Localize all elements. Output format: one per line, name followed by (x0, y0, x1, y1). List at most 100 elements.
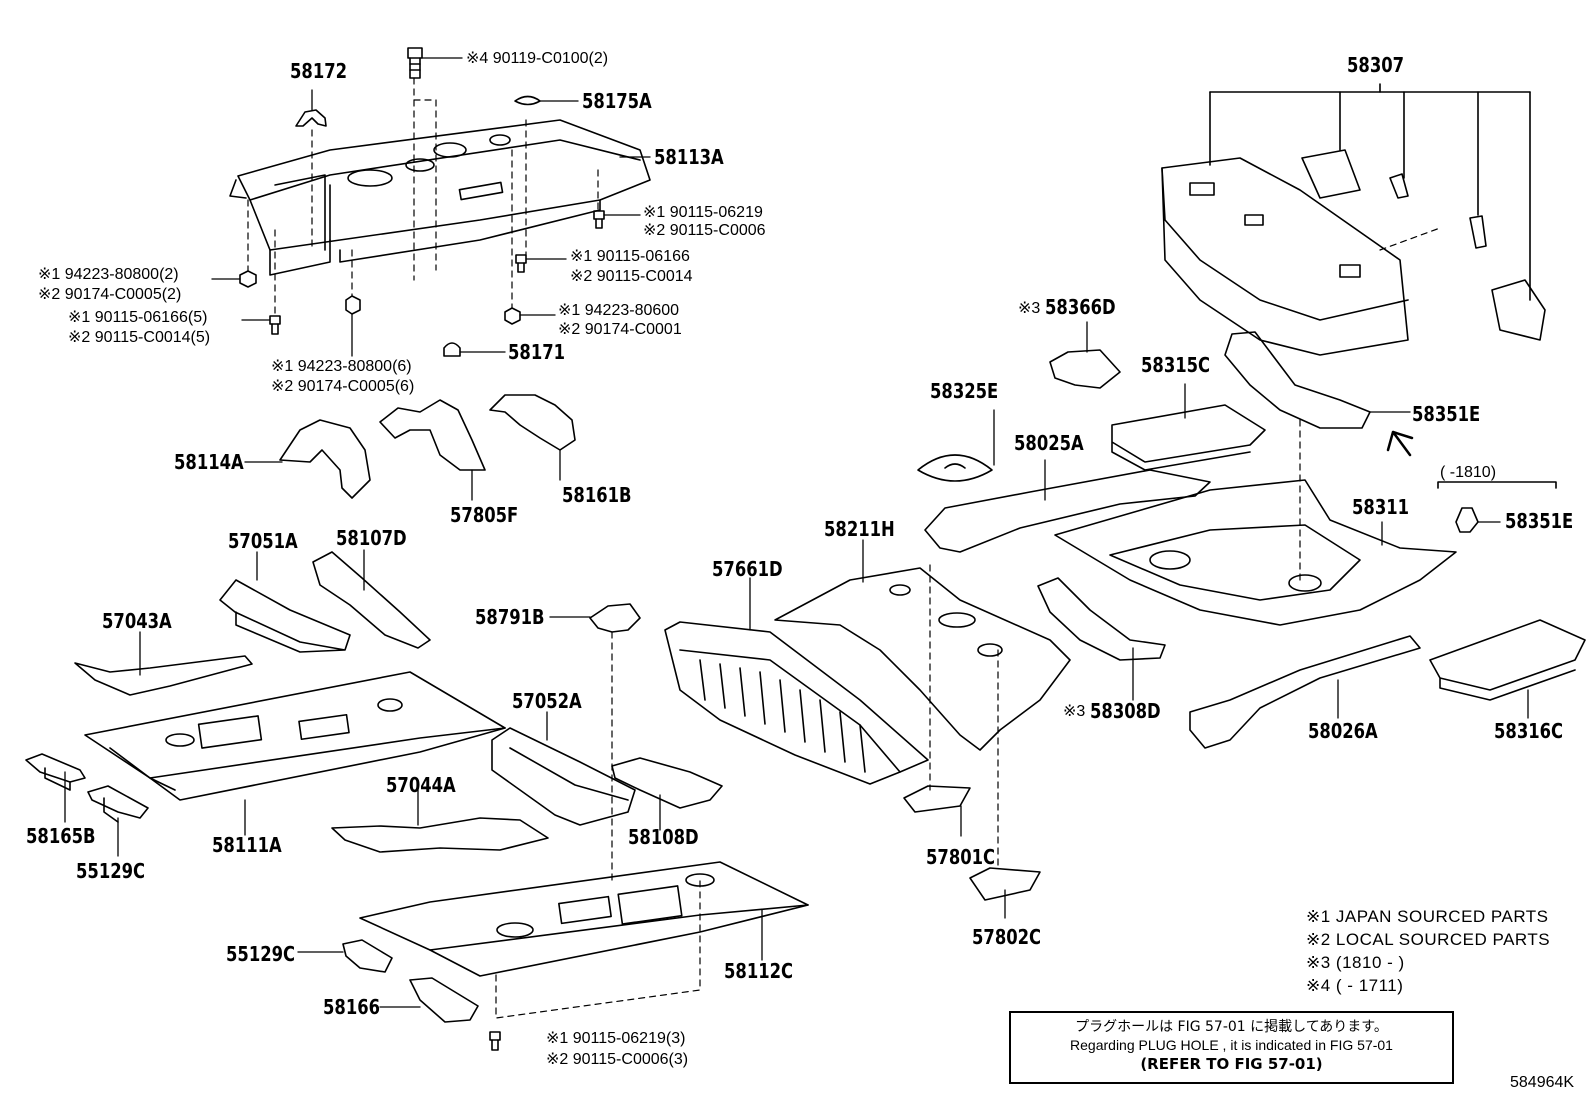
legend-item-1: ※1 JAPAN SOURCED PARTS (1306, 907, 1549, 926)
note-line-japanese: プラグホールは FIG 57-01 に掲載してあります。 (1075, 1019, 1388, 1035)
part-58366D-shape (1049, 349, 1121, 389)
part-57801C-shape (903, 785, 971, 813)
view-arrow-icon (1386, 430, 1414, 457)
part-55129C-left-shape (87, 785, 149, 823)
note-line-refer: (REFER TO FIG 57-01) (1140, 1055, 1323, 1073)
label-58308D: 58308D (1090, 699, 1161, 723)
callout-94223-80600: ※1 94223-80600 (558, 302, 680, 319)
part-58107D-shape (312, 551, 431, 649)
label-58026A: 58026A (1308, 719, 1378, 743)
label-57805F: 57805F (450, 503, 519, 527)
reference-note-box: プラグホールは FIG 57-01 に掲載してあります。 Regarding P… (1009, 1011, 1454, 1084)
note-line-english: Regarding PLUG HOLE , it is indicated in… (1070, 1037, 1393, 1053)
part-58161B-shape (489, 394, 576, 451)
callout-94223-80800-6: ※1 94223-80800(6) (271, 358, 412, 375)
leader-58307 (1209, 83, 1531, 301)
label-58307: 58307 (1347, 53, 1405, 77)
range-bracket (1437, 481, 1557, 489)
part-58026A-shape (1189, 635, 1421, 749)
callout-90115-C0006-3: ※2 90115-C0006(3) (546, 1051, 689, 1068)
label-58025A: 58025A (1014, 431, 1084, 455)
callout-90174-C0005-2: ※2 90174-C0005(2) (38, 286, 182, 303)
label-58111A: 58111A (212, 833, 282, 857)
label-58175A: 58175A (582, 89, 652, 113)
callout-94223-80800-2: ※1 94223-80800(2) (38, 266, 179, 283)
part-58351E-lower-shape (1455, 507, 1479, 533)
part-58113A-shape (229, 119, 651, 276)
label-58311: 58311 (1352, 495, 1410, 519)
label-58791B: 58791B (475, 605, 545, 629)
part-58211H-shape (774, 567, 1071, 751)
label-range-1810: ( -1810) (1440, 464, 1497, 481)
nut-shapes (239, 210, 605, 1051)
label-55129C-lower: 55129C (226, 942, 296, 966)
part-58791B-shape (589, 603, 641, 633)
part-57043A-shape (74, 655, 253, 696)
part-58311-shape (1054, 479, 1457, 626)
legend-item-2: ※2 LOCAL SOURCED PARTS (1306, 930, 1551, 949)
label-mark3-58366D: ※3 (1018, 300, 1041, 317)
label-58315C: 58315C (1141, 353, 1211, 377)
part-58308D-shape (1037, 577, 1166, 661)
label-55129C: 55129C (76, 859, 146, 883)
figure-id: 584964K (1510, 1074, 1575, 1091)
part-57805F-shape (379, 399, 486, 471)
part-58165B-shape (25, 753, 86, 791)
part-58114A-shape (279, 419, 371, 499)
label-57802C: 57802C (972, 925, 1042, 949)
label-58325E: 58325E (930, 379, 999, 403)
part-58315C-shape (1111, 404, 1266, 471)
part-58166-shape (409, 977, 479, 1023)
legend-item-4: ※4 ( - 1711) (1306, 976, 1404, 995)
part-58325E-shape (917, 454, 993, 482)
callout-90115-C0006: ※2 90115-C0006 (643, 222, 766, 239)
dashed-lines (247, 77, 1441, 1019)
part-58111A-shape (84, 671, 506, 801)
part-58025A-shape (924, 469, 1211, 553)
label-58161B: 58161B (562, 483, 632, 507)
callout-90119-C0100: ※4 90119-C0100(2) (466, 50, 609, 67)
callout-90115-06166-5: ※1 90115-06166(5) (68, 309, 208, 326)
label-mark3-58308D: ※3 (1063, 703, 1086, 720)
label-58166: 58166 (323, 995, 381, 1019)
label-57801C: 57801C (926, 845, 996, 869)
part-57051A-shape (219, 579, 351, 653)
label-58172: 58172 (290, 59, 348, 83)
callout-90115-06166: ※1 90115-06166 (570, 248, 690, 265)
part-58108D-shape (611, 757, 723, 809)
label-57052A: 57052A (512, 689, 582, 713)
label-58366D: 58366D (1045, 295, 1116, 319)
callout-90174-C0005-6: ※2 90174-C0005(6) (271, 378, 415, 395)
part-57802C-shape (969, 867, 1041, 901)
label-57051A: 57051A (228, 529, 298, 553)
label-58211H: 58211H (824, 517, 895, 541)
label-57043A: 57043A (102, 609, 172, 633)
label-58113A: 58113A (654, 145, 724, 169)
part-57661D-shape (664, 621, 929, 785)
callout-90115-06219: ※1 90115-06219 (643, 204, 763, 221)
label-57661D: 57661D (712, 557, 783, 581)
part-58172-shape (295, 109, 327, 127)
callout-90115-C0014-5: ※2 90115-C0014(5) (68, 329, 211, 346)
callout-90115-06219-3: ※1 90115-06219(3) (546, 1030, 686, 1047)
label-58108D: 58108D (628, 825, 699, 849)
label-58107D: 58107D (336, 526, 407, 550)
label-58114A: 58114A (174, 450, 244, 474)
label-58351E: 58351E (1412, 402, 1481, 426)
label-57044A: 57044A (386, 773, 456, 797)
bolt-90119-shape (407, 47, 423, 79)
part-57044A-shape (331, 817, 549, 853)
label-58165B: 58165B (26, 824, 96, 848)
leader-lines (64, 57, 1529, 1008)
callout-90115-C0014: ※2 90115-C0014 (570, 268, 693, 285)
label-58112C: 58112C (724, 959, 794, 983)
label-58171: 58171 (508, 340, 566, 364)
label-58316C: 58316C (1494, 719, 1564, 743)
part-57052A-shape (491, 727, 636, 826)
part-58351E-upper-shape (1224, 331, 1371, 429)
part-55129C-lower-shape (342, 939, 393, 973)
part-58307-shape (1161, 149, 1546, 356)
label-58351E-lower: 58351E (1505, 509, 1574, 533)
